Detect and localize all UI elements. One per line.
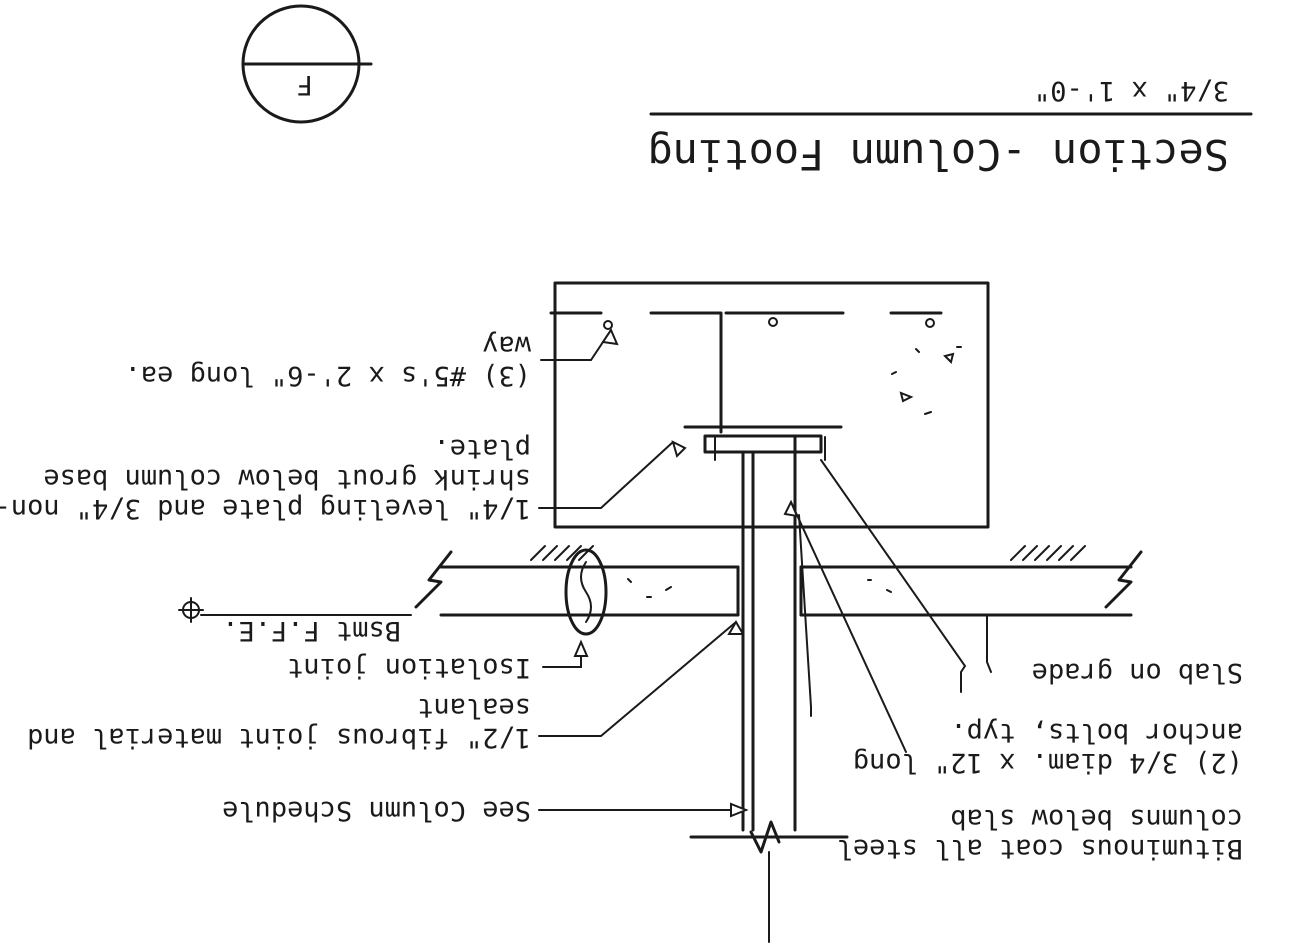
slab-on-grade — [178, 545, 1143, 636]
leader-bituminous — [790, 501, 907, 753]
rebar-dot — [768, 317, 778, 327]
drawing-scale: 3/4" x 1'-0" — [1034, 75, 1229, 106]
leader-slab-on-grade — [986, 614, 992, 673]
note-anchor-bolts-2: anchor bolts, typ. — [950, 717, 1243, 748]
drawing-title: Section -Column Footing — [647, 130, 1229, 179]
leader-anchor-bolts-2 — [798, 514, 812, 717]
dowel-bar — [649, 311, 723, 434]
note-bituminous-2: columns below slab — [950, 803, 1243, 834]
isolation-joint-detail — [580, 561, 592, 623]
concrete-footing — [549, 281, 990, 529]
leader-arrowhead — [573, 639, 589, 657]
slab-break-left — [1104, 550, 1143, 609]
note-slab-on-grade: Slab on grade — [1032, 657, 1243, 688]
section-marker: F — [241, 4, 373, 124]
rebar-dot — [925, 318, 935, 328]
leader-arrowhead — [730, 802, 749, 818]
leader-arrowhead — [783, 499, 799, 518]
leader-leveling-plate — [538, 441, 674, 509]
note-anchor-bolts: (2) 3/4 diam. x 12" long — [853, 747, 1243, 778]
leader-arrowhead — [601, 327, 619, 346]
leader-fibrous-joint — [538, 621, 737, 737]
note-leveling-plate-2: shrink grout below column base — [43, 463, 531, 494]
note-rebar-2: way — [482, 330, 531, 361]
slab-aggregate — [627, 578, 892, 598]
slab-break-right — [414, 550, 453, 609]
note-bsmt-ffe: Bsmt F.F.E. — [222, 615, 401, 646]
leader-arrowhead — [671, 440, 687, 458]
leader-rebar — [540, 329, 612, 361]
aggregate-marks — [891, 346, 962, 415]
note-leveling-plate: 1/4" leveling plate and 3/4" non- — [0, 493, 531, 524]
note-fibrous-joint-2: sealant — [417, 692, 531, 723]
note-isolation-joint: Isolation joint — [287, 652, 531, 683]
isolation-joint-ellipse — [564, 548, 608, 636]
section-marker-letter: F — [297, 69, 313, 100]
title-block: Section -Column Footing 3/4" x 1'-0" F — [241, 4, 1253, 179]
steel-column — [689, 434, 849, 943]
footing-outline — [553, 281, 990, 529]
break-symbol — [749, 820, 781, 854]
leaders — [538, 327, 992, 818]
leader-arrowhead — [727, 620, 745, 635]
rebar-dot — [603, 320, 613, 330]
note-bituminous: Bituminous coat all steel — [837, 833, 1243, 864]
leader-anchor-bolts — [820, 459, 967, 693]
soil-hatch-right — [530, 545, 594, 561]
soil-hatch-left — [1010, 545, 1086, 561]
note-rebar: (3) #5's x 2'-6" long ea. — [125, 360, 531, 391]
note-fibrous-joint: 1/2" fibrous joint material and — [27, 722, 531, 753]
note-leveling-plate-3: plate. — [433, 433, 531, 464]
note-see-column-schedule: See Column Schedule — [222, 795, 531, 826]
base-plate — [703, 434, 823, 454]
notes: (3) #5's x 2'-6" long ea. way 1/4" level… — [0, 330, 1243, 864]
